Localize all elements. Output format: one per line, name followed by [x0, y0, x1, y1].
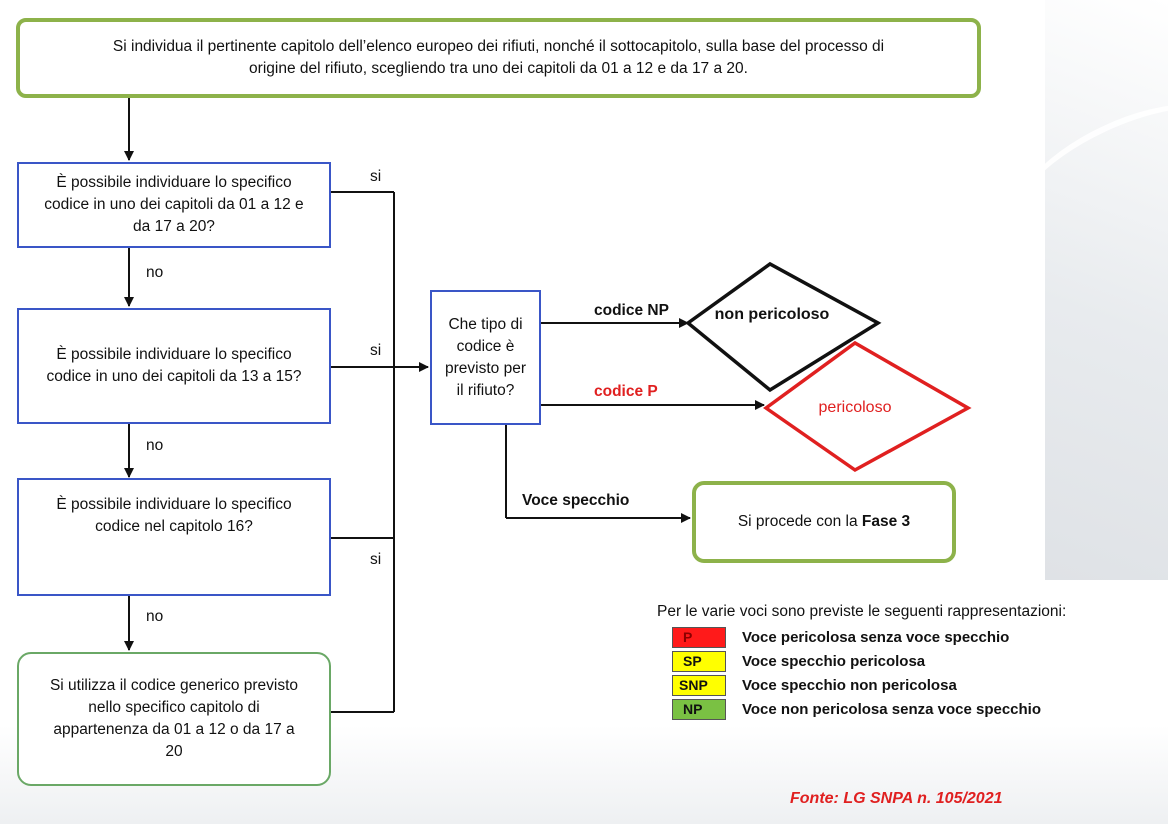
legend-swatch-snp: SNP: [672, 675, 726, 696]
code-type-text: Che tipo di codice è previsto per il rif…: [445, 315, 526, 399]
diamond-pericoloso: [762, 340, 972, 473]
label-no-2: no: [146, 437, 164, 454]
legend-text-p: Voce pericolosa senza voce specchio: [742, 629, 1010, 646]
question-1-text: È possibile individuare lo specifico cod…: [44, 174, 304, 235]
label-si-2: si: [370, 342, 382, 359]
source-citation: Fonte: LG SNPA n. 105/2021: [790, 790, 1003, 807]
label-si-3: si: [370, 551, 382, 568]
question-3-text: È possibile individuare lo specifico cod…: [56, 496, 292, 535]
diamond-non-pericoloso: [685, 261, 882, 393]
code-type-box: Che tipo di codice è previsto per il rif…: [430, 290, 541, 425]
legend-row-snp: SNP Voce specchio non pericolosa: [672, 674, 957, 697]
top-instruction-box: Si individua il pertinente capitolo dell…: [16, 18, 981, 98]
question-2-text: È possibile individuare lo specifico cod…: [46, 346, 302, 385]
legend-swatch-np: NP: [672, 699, 726, 720]
generic-code-text: Si utilizza il codice generico previsto …: [49, 677, 299, 760]
fase3-box: Si procede con la Fase 3: [692, 481, 956, 563]
fase3-text: Si procede con la Fase 3: [737, 513, 911, 530]
question-box-3: È possibile individuare lo specifico cod…: [17, 478, 331, 596]
label-voce-specchio: Voce specchio: [522, 492, 630, 509]
legend-row-p: P Voce pericolosa senza voce specchio: [672, 626, 1009, 649]
legend-text-sp: Voce specchio pericolosa: [742, 653, 926, 670]
label-no-1: no: [146, 264, 164, 281]
legend-text-np: Voce non pericolosa senza voce specchio: [742, 701, 1041, 718]
label-codice-p: codice P: [594, 383, 658, 400]
outcome-pericoloso: pericoloso: [818, 399, 892, 416]
question-box-1: È possibile individuare lo specifico cod…: [17, 162, 331, 248]
legend-swatch-sp: SP: [672, 651, 726, 672]
label-no-3: no: [146, 608, 164, 625]
background-decoration: [1045, 0, 1168, 580]
legend-swatch-p: P: [672, 627, 726, 648]
generic-code-box: Si utilizza il codice generico previsto …: [17, 652, 331, 786]
top-instruction-line1: Si individua il pertinente capitolo dell…: [112, 38, 885, 55]
question-box-2: È possibile individuare lo specifico cod…: [17, 308, 331, 424]
label-codice-np: codice NP: [594, 302, 669, 319]
legend-row-np: NP Voce non pericolosa senza voce specch…: [672, 698, 1041, 721]
label-si-1: si: [370, 168, 382, 185]
legend-row-sp: SP Voce specchio pericolosa: [672, 650, 925, 673]
legend-text-snp: Voce specchio non pericolosa: [742, 677, 957, 694]
legend-title: Per le varie voci sono previste le segue…: [657, 603, 1067, 620]
outcome-non-pericoloso: non pericoloso: [714, 306, 830, 323]
top-instruction-line2: origine del rifiuto, scegliendo tra uno …: [249, 60, 748, 77]
